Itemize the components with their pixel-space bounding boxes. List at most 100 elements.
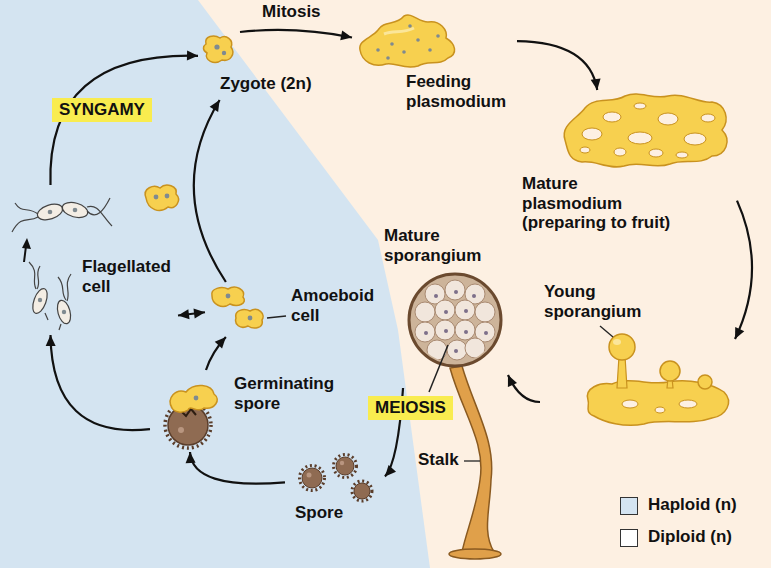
cycle-arrow-line (508, 375, 540, 402)
young-sporangium-cluster (587, 334, 728, 425)
young-sporangium-cluster (609, 334, 635, 360)
stage-label: Germinating spore (234, 374, 339, 413)
amoeboid-cells (212, 287, 263, 328)
haploid-ground (0, 0, 430, 568)
arrow-label: Mitosis (262, 2, 321, 22)
stage-label: Mature plasmodium (preparing to fruit) (522, 174, 677, 233)
zygote-cell (222, 51, 226, 55)
small-arrow (22, 238, 31, 262)
mature-plasmodium-network (628, 132, 652, 144)
fusing-flagellated-cells (12, 198, 112, 232)
mature-plasmodium-network (684, 133, 706, 145)
young-sporangium-cluster (679, 400, 697, 408)
fusing-flagellated-cells (87, 206, 112, 226)
stage-label: Zygote (2n) (220, 74, 312, 94)
flagellated-cells (29, 262, 36, 289)
part-label: Stalk (418, 450, 459, 470)
haploid-ground (0, 0, 430, 568)
cycle-arrow-line (194, 100, 226, 282)
fusing-flagellated-cells (35, 201, 64, 222)
leader-line (464, 460, 480, 461)
cycle-arrow (50, 51, 198, 185)
stage-region: Zygote (2n) (198, 32, 318, 100)
young-sporangium-cluster (617, 356, 627, 388)
amoeboid-cells (212, 287, 245, 306)
sporangium-spores (472, 294, 476, 298)
cycle-arrow-line (190, 452, 285, 484)
sporangium-spores (454, 290, 458, 294)
arrow-head (210, 100, 220, 112)
sporangium-spores (415, 280, 495, 360)
cycle-arrow-line (240, 30, 352, 38)
stage-label: Spore (295, 503, 343, 523)
stage-region: Feeding plasmodium (352, 8, 517, 126)
spore-cluster (307, 473, 312, 478)
flagellated-cells (45, 313, 48, 320)
mature-plasmodium-network (649, 149, 663, 157)
feeding-plasmodium-blob (360, 15, 455, 67)
leader-line (267, 316, 286, 318)
arrow-head (735, 327, 744, 339)
spore-cluster (336, 457, 354, 475)
arrow-head (178, 309, 190, 319)
arrow-head (385, 465, 396, 477)
stage-label: Mature sporangium (384, 226, 489, 265)
stage-tag: SYNGAMY (52, 98, 152, 122)
legend-text: Haploid (n) (648, 495, 737, 515)
sporangium-spores (464, 309, 468, 313)
leader-line (429, 345, 448, 392)
sporangium-spores (435, 320, 455, 340)
spore-cluster (340, 461, 344, 465)
amoeboid-cells (226, 294, 231, 299)
fusing-flagellated-cells (61, 200, 90, 220)
young-sporangium-cluster (613, 339, 621, 345)
feeding-plasmodium-blob (416, 38, 420, 42)
flagellated-cells (55, 299, 73, 325)
fusing-flagellated-cells (12, 217, 38, 232)
stage-tag: MEIOSIS (368, 396, 453, 420)
stage-region: Mature sporangium (380, 226, 508, 388)
stage-region: Spore (285, 455, 385, 527)
mature-plasmodium-network (701, 114, 715, 122)
sporangium-spores (447, 340, 467, 360)
cycle-arrow (240, 30, 352, 40)
flagellated-cells (29, 262, 73, 330)
cycle-arrow-line (517, 41, 597, 90)
sporangium-spores (434, 294, 438, 298)
spore-cluster (334, 455, 357, 478)
cycle-arrow (517, 41, 601, 90)
mature-plasmodium-network (564, 94, 727, 167)
legend-swatch (620, 529, 638, 547)
fusing-amoebae (145, 185, 178, 210)
stage-region: Young sporangium (540, 282, 735, 432)
feeding-plasmodium-blob (376, 48, 380, 52)
arrow-head (193, 309, 205, 319)
feeding-plasmodium-blob (436, 34, 440, 38)
sporangium-stalk (449, 549, 501, 559)
sporangium-spores (444, 310, 448, 314)
mature-sporangium-sphere (409, 274, 501, 366)
germinating-spore (194, 396, 199, 401)
sporangium-spores (415, 322, 435, 342)
young-sporangium-cluster (622, 400, 638, 408)
small-arrow (22, 238, 31, 249)
flagellated-cells (30, 287, 50, 316)
leader-line (464, 461, 480, 462)
germinating-spore (178, 427, 184, 433)
flagellated-cells (58, 277, 66, 300)
fusing-flagellated-cells (87, 198, 110, 215)
mature-plasmodium-network (614, 148, 626, 156)
feeding-plasmodium-blob (386, 56, 390, 60)
flagellated-cells (67, 274, 71, 301)
arrow-head (340, 30, 352, 40)
cycle-arrow (186, 452, 285, 484)
feeding-plasmodium-blob (384, 28, 414, 34)
stage-region: Germinating spore (150, 370, 350, 452)
sporangium-spores (424, 331, 428, 335)
flagellated-cells (38, 298, 42, 302)
spore-cluster (300, 455, 373, 502)
sporangium-spores (484, 331, 488, 335)
stage-label: Feeding plasmodium (406, 72, 511, 111)
